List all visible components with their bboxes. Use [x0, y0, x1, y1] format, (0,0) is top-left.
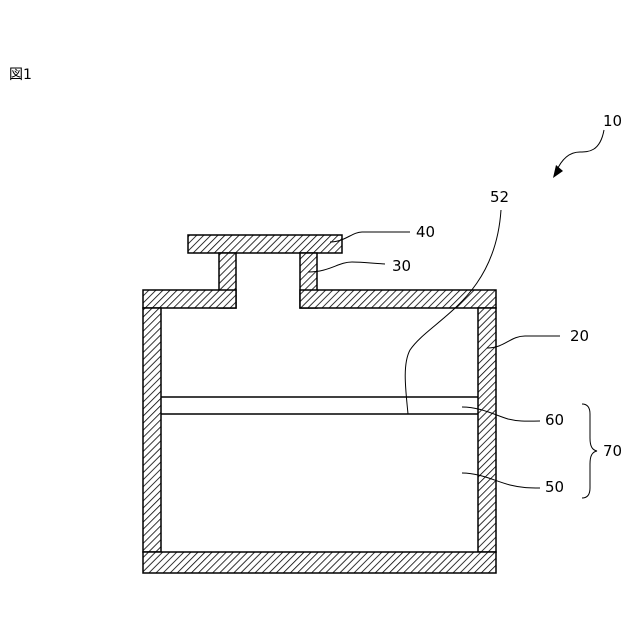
- container-right-wall: [478, 308, 496, 552]
- ref-52: 52: [490, 188, 509, 206]
- arrowhead-10: [553, 165, 563, 178]
- ref-50: 50: [545, 478, 564, 496]
- ref-30: 30: [392, 257, 411, 275]
- leader-10-arrow: [556, 130, 604, 172]
- ref-60: 60: [545, 411, 564, 429]
- ref-70: 70: [603, 442, 622, 460]
- ref-10: 10: [603, 112, 622, 130]
- leader-50: [462, 473, 540, 488]
- container-top-wall-right: [300, 290, 496, 308]
- ref-20: 20: [570, 327, 589, 345]
- cap: [188, 235, 342, 253]
- container-left-wall: [143, 308, 161, 552]
- container-top-wall-left: [143, 290, 236, 308]
- leader-30: [308, 262, 385, 272]
- container-bottom-wall: [143, 552, 496, 573]
- leader-20: [487, 336, 560, 348]
- brace-70: [582, 404, 597, 498]
- ref-40: 40: [416, 223, 435, 241]
